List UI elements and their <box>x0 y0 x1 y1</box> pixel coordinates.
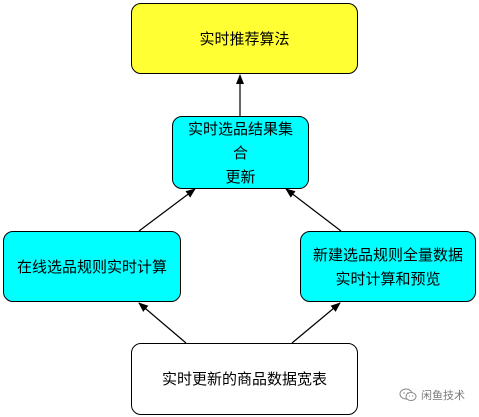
arrow-left-to-middle <box>138 188 196 232</box>
node-online-rule-realtime-compute: 在线选品规则实时计算 <box>3 231 181 302</box>
node-realtime-product-wide-table: 实时更新的商品数据宽表 <box>131 343 358 415</box>
node-new-rule-full-data-compute-preview: 新建选品规则全量数据 实时计算和预览 <box>300 231 476 302</box>
node-right-label-line2: 实时计算和预览 <box>335 269 441 288</box>
node-bottom-label: 实时更新的商品数据宽表 <box>161 370 327 388</box>
node-top-label: 实时推荐算法 <box>199 29 290 48</box>
arrow-bottom-to-right <box>291 302 341 344</box>
node-middle-label-line1: 实时选品结果集合 <box>187 119 293 162</box>
watermark: 闲鱼技术 <box>399 387 465 403</box>
node-middle-label-line2: 更新 <box>225 167 256 186</box>
watermark-text: 闲鱼技术 <box>421 389 465 402</box>
arrow-bottom-to-left <box>138 302 187 344</box>
wechat-icon <box>399 388 417 401</box>
node-realtime-recommendation-algorithm: 实时推荐算法 <box>131 3 358 74</box>
node-left-label: 在线选品规则实时计算 <box>16 257 167 276</box>
arrow-right-to-middle <box>285 188 342 232</box>
node-realtime-selection-result-update: 实时选品结果集合 更新 <box>172 116 309 189</box>
node-right-label-line1: 新建选品规则全量数据 <box>312 245 463 264</box>
